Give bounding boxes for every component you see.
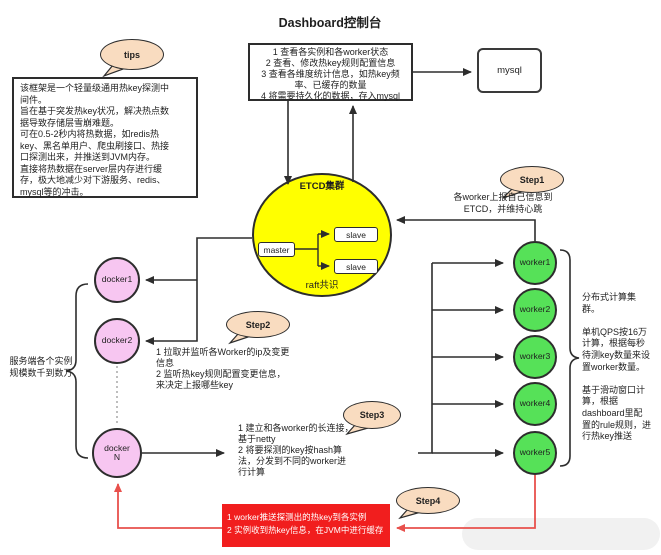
worker5-node: worker5 — [513, 431, 557, 475]
step2-bubble: Step2 — [226, 311, 290, 338]
intro-text-box: 该框架是一个轻量级通用热key探测中 间件。 旨在基于突发热key状况，解决热点… — [12, 77, 198, 198]
red-arrow-redbox-to-dockern — [114, 483, 222, 529]
worker3-node: worker3 — [513, 335, 557, 379]
worker1-node: worker1 — [513, 241, 557, 285]
page-title: Dashboard控制台 — [278, 16, 382, 30]
docker1-node: docker1 — [94, 257, 140, 303]
etcd-master-node: master — [258, 242, 295, 257]
etcd-raft-label: raft共识 — [305, 280, 339, 291]
blurred-watermark — [462, 518, 660, 550]
hotkey-push-box: 1 worker推送探测出的热key到各实例 2 实例收到热key信息，在JVM… — [222, 504, 390, 547]
step1-note: 各worker上报自己信息到 ETCD，并维持心跳 — [453, 192, 553, 214]
worker-group-brace — [559, 249, 580, 467]
arrow-workers-to-etcd — [396, 216, 536, 241]
worker-spine-line — [418, 263, 433, 454]
instance-scale-note: 服务端各个实例 规模数千到数万 — [9, 356, 73, 378]
worker4-node: worker4 — [513, 382, 557, 426]
etcd-slave1-node: slave — [334, 227, 378, 242]
dashboard-feature-box: 1 查看各实例和各worker状态 2 查看、修改热key规则配置信息 3 查看… — [248, 43, 413, 101]
dockern-node: docker N — [92, 428, 142, 478]
worker-cluster-note: 分布式计算集 群。 单机QPS按16万 计算，根据每秒 待测key数量来设 置w… — [582, 292, 652, 442]
docker2-node: docker2 — [94, 318, 140, 364]
mysql-node: mysql — [477, 48, 542, 93]
mysql-label: mysql — [497, 65, 522, 76]
step4-bubble: Step4 — [396, 487, 460, 514]
worker2-node: worker2 — [513, 288, 557, 332]
step3-bubble: Step3 — [343, 401, 401, 429]
tips-bubble: tips — [100, 39, 164, 70]
step3-note: 1 建立和各worker的长连接， 基于netty 2 将要探测的key按has… — [238, 423, 354, 477]
step2-note: 1 拉取并监听各Worker的ip及变更 信息 2 监听热key规则配置变更信息… — [156, 347, 290, 390]
etcd-slave2-node: slave — [334, 259, 378, 274]
step1-bubble: Step1 — [500, 166, 564, 193]
etcd-title: ETCD集群 — [299, 181, 345, 192]
